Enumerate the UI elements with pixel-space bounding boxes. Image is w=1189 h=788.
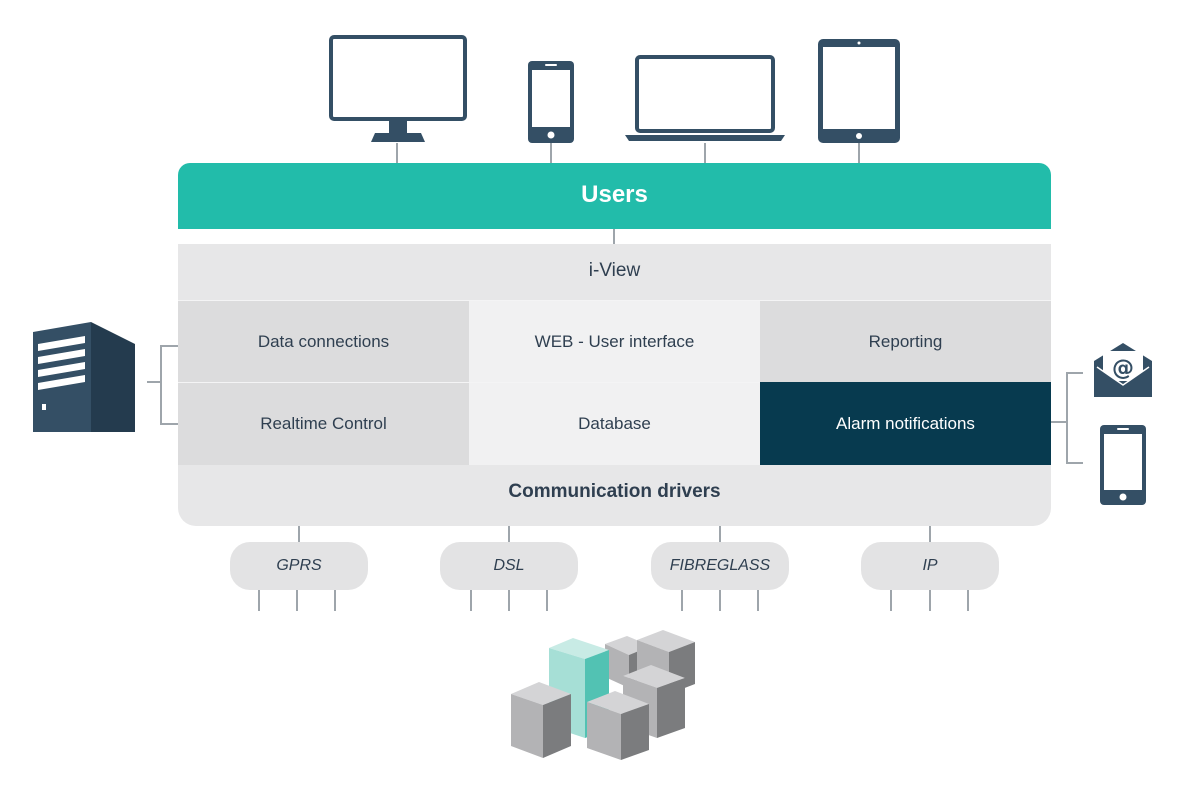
connection-dsl: DSL [440,542,578,590]
connector-line [296,590,298,611]
bracket-line [1066,372,1083,374]
connector-line [929,590,931,611]
connection-gprs: GPRS [230,542,368,590]
connector-line [613,229,615,244]
bracket-line [160,345,178,347]
users-title: Users [581,181,648,208]
connector-line [681,590,683,611]
monitor-icon [329,35,467,142]
connector-line [508,526,510,542]
connector-line [719,590,721,611]
module-data-connections: Data connections [178,300,469,382]
bracket-line [1066,372,1068,464]
svg-text:@: @ [1112,356,1134,381]
module-reporting: Reporting [760,300,1051,382]
bracket-line [160,423,178,425]
smartphone-icon [528,61,574,143]
connector-line [546,590,548,611]
communication-drivers-title: Communication drivers [508,481,721,502]
connector-line [258,590,260,611]
laptop-icon [625,55,785,141]
server-icon [33,322,135,432]
bracket-line [1051,421,1068,423]
tablet-icon [818,39,900,143]
connector-line [147,381,162,383]
iview-title: i-View [588,260,641,281]
connector-line [757,590,759,611]
smartphone-icon [1100,425,1146,505]
email-icon: @ [1094,343,1152,397]
connector-line [858,143,860,163]
connector-line [396,143,398,163]
connection-ip: IP [861,542,999,590]
connection-fibreglass: FIBREGLASS [651,542,789,590]
connector-line [967,590,969,611]
connector-line [298,526,300,542]
module-realtime-control: Realtime Control [178,382,469,465]
connector-line [704,143,706,163]
connector-line [890,590,892,611]
users-bar: Users [178,163,1051,229]
connector-line [719,526,721,542]
module-alarm-notifications: Alarm notifications [760,382,1051,465]
connector-line [550,143,552,163]
bracket-line [1066,462,1083,464]
bracket-line [160,345,162,425]
module-web-user-interface: WEB - User interface [469,300,760,382]
connector-line [929,526,931,542]
connector-line [470,590,472,611]
module-database: Database [469,382,760,465]
connector-line [508,590,510,611]
connector-line [334,590,336,611]
devices-cluster-icon [511,630,695,760]
iview-panel: i-View Data connections WEB - User inter… [178,244,1051,526]
